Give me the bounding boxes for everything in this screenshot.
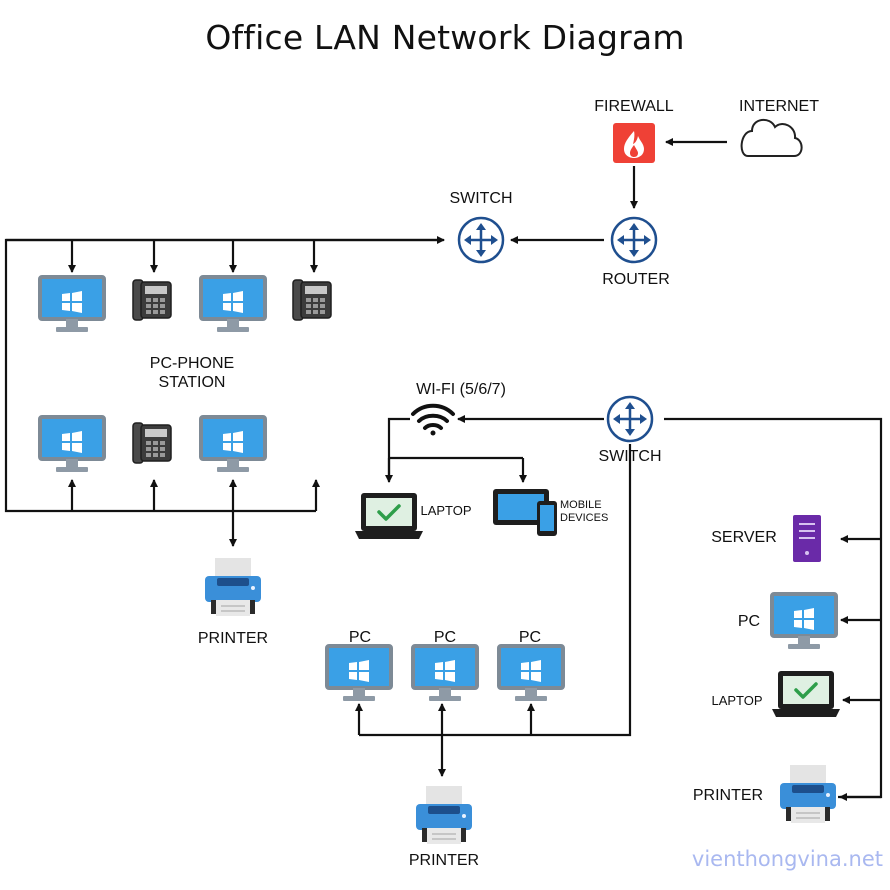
switch-top-icon xyxy=(457,216,505,264)
printer-right-label: PRINTER xyxy=(693,787,763,804)
station-phone-icon xyxy=(132,422,172,464)
firewall-icon xyxy=(613,123,655,163)
pc-phone-station-label-line1: PC-PHONE xyxy=(150,355,234,372)
pc-right-icon xyxy=(770,592,838,651)
switch-mid-label: SWITCH xyxy=(598,448,661,465)
diagram-title: Office LAN Network Diagram xyxy=(205,18,685,57)
laptop-right-label: LAPTOP xyxy=(711,693,762,708)
internet-cloud-icon xyxy=(740,119,803,157)
pc-1-icon xyxy=(325,644,393,703)
laptop-wifi-label: LAPTOP xyxy=(420,503,471,518)
printer-right-icon xyxy=(779,764,837,824)
station-pc-icon xyxy=(38,415,106,474)
switch-mid-icon xyxy=(606,395,654,443)
wifi-icon xyxy=(411,403,455,436)
printer-bottom-label: PRINTER xyxy=(409,852,479,869)
internet-label: INTERNET xyxy=(739,98,819,115)
wifi-label: WI-FI (5/6/7) xyxy=(416,381,506,398)
firewall-label: FIREWALL xyxy=(594,98,674,115)
printer-bottom-icon xyxy=(415,785,473,845)
mobile-devices-label-line2: DEVICES xyxy=(560,512,608,524)
connections xyxy=(4,138,883,801)
station-pc-icon xyxy=(199,275,267,334)
pc-2-icon xyxy=(411,644,479,703)
watermark: vienthongvina.net xyxy=(692,847,883,871)
laptop-wifi-icon xyxy=(353,491,425,541)
server-label: SERVER xyxy=(711,529,777,546)
switch-top-label: SWITCH xyxy=(449,190,512,207)
router-label: ROUTER xyxy=(602,271,670,288)
printer-left-icon xyxy=(204,557,262,617)
pc-phone-station-label-line2: STATION xyxy=(159,374,226,391)
printer-left-label: PRINTER xyxy=(198,630,268,647)
station-phone-icon xyxy=(132,279,172,321)
router-icon xyxy=(610,216,658,264)
pc-3-label: PC xyxy=(519,629,541,646)
pc-right-label: PC xyxy=(738,613,760,630)
station-pc-icon xyxy=(199,415,267,474)
station-pc-icon xyxy=(38,275,106,334)
server-icon xyxy=(793,515,821,562)
station-phone-icon xyxy=(292,279,332,321)
mobile-devices-label-line1: MOBILE xyxy=(560,499,602,511)
pc-3-icon xyxy=(497,644,565,703)
pc-2-label: PC xyxy=(434,629,456,646)
laptop-right-icon xyxy=(770,669,842,719)
mobile-devices-icon xyxy=(493,489,557,536)
pc-1-label: PC xyxy=(349,629,371,646)
